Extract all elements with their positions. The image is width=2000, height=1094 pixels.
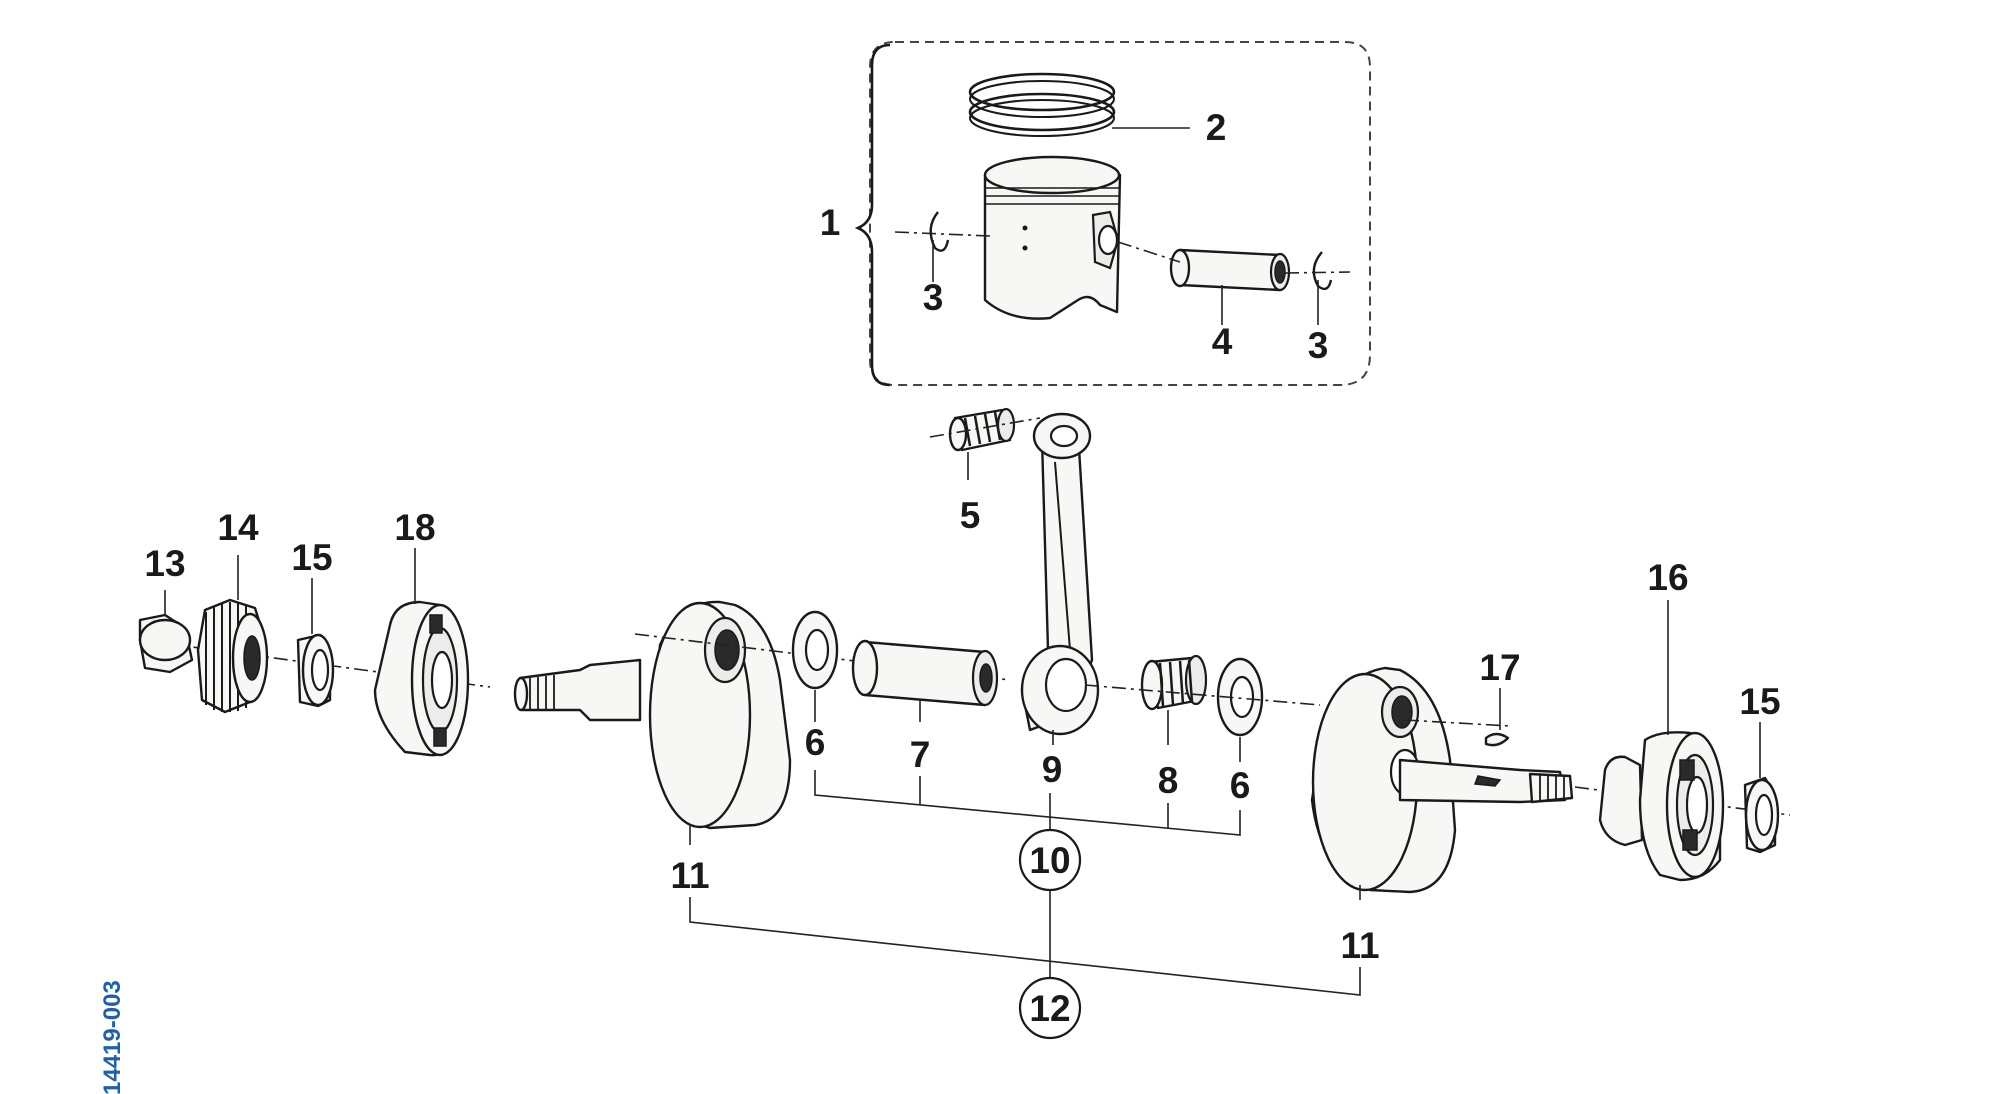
thrust-washer-left: 6 [791,610,839,763]
callout-3-left: 3 [923,277,944,318]
connecting-rod: 9 [1020,412,1100,790]
oil-seal-right: 15 [1739,681,1781,854]
piston-group: 1 2 3 4 3 [820,41,1371,387]
callout-6-right: 6 [1230,765,1251,806]
callout-15-left: 15 [291,537,332,578]
piston-group-frame [869,41,1371,386]
left-side-parts: 13 14 15 18 [138,507,491,757]
needle-bearing-small-end: 5 [929,407,1041,536]
callout-1: 1 [820,202,841,243]
callout-11-right: 11 [1340,925,1379,966]
crank-pin: 7 [851,639,999,775]
callout-18: 18 [394,507,435,548]
callout-9: 9 [1042,749,1063,790]
callout-2: 2 [1206,107,1227,148]
callout-17: 17 [1479,647,1520,688]
thrust-washer-right: 6 [1216,657,1264,806]
callout-4: 4 [1212,321,1233,362]
callout-7: 7 [910,734,931,775]
callout-15-right: 15 [1739,681,1780,722]
main-bearing-left: 18 [373,507,470,757]
callout-14: 14 [217,507,259,548]
drive-gear: 14 [196,507,269,714]
callout-3-right: 3 [1308,325,1329,366]
crank-half-left: 11 [513,600,1011,896]
oil-seal-left: 15 [291,537,335,708]
piston-group-brace [854,43,891,387]
reference-number: 14419-003 [99,980,126,1094]
woodruff-key: 17 [1479,647,1521,747]
circlip-right [1312,251,1333,291]
hex-nut: 13 [138,543,194,674]
main-bearing-right: 16 [1598,557,1725,882]
piston [983,155,1122,320]
callout-11-left: 11 [670,855,709,896]
callout-6-left: 6 [805,722,826,763]
callout-16: 16 [1647,557,1688,598]
circlip-left [929,211,950,252]
piston-pin [1169,248,1291,292]
crank-half-right: 11 [1310,666,1791,966]
callout-12: 12 [1029,988,1070,1029]
callout-10: 10 [1029,840,1070,881]
piston-rings [968,72,1116,137]
callout-5: 5 [960,495,981,536]
callout-12-circle [1018,976,1082,1040]
group-brackets: 10 12 [689,770,1361,1040]
needle-bearing-big-end: 8 [1084,654,1321,801]
callout-8: 8 [1158,760,1179,801]
callout-13: 13 [144,543,185,584]
